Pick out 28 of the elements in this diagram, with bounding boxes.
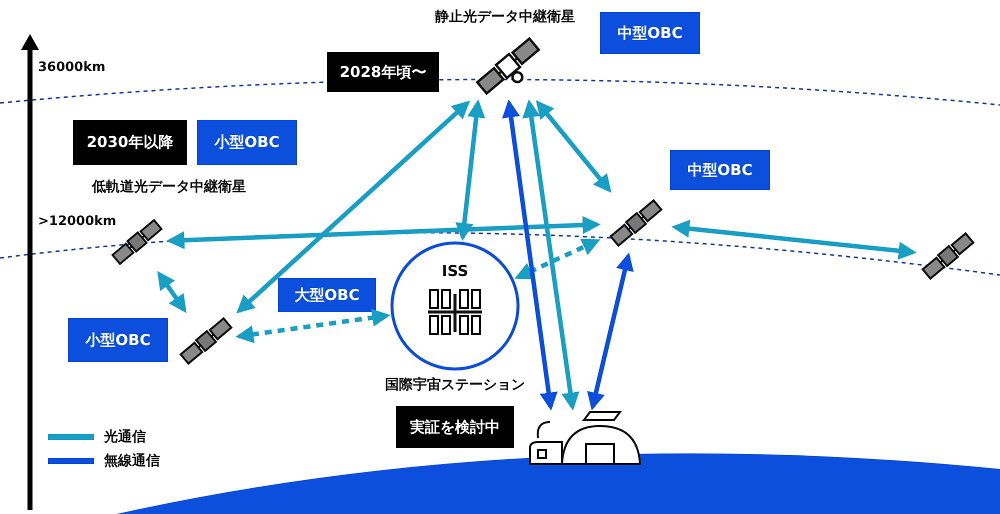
altitude-label: >12000km <box>38 214 116 229</box>
heading: 静止光データ中継衛星 <box>434 8 576 26</box>
obc-tag: 小型OBC <box>197 120 297 165</box>
status-tag: 実証を検討中 <box>396 406 514 448</box>
arrow <box>522 99 580 411</box>
heading: 国際宇宙ステーション <box>384 376 526 394</box>
arrow <box>455 99 486 241</box>
arrow <box>166 216 601 250</box>
altitude-label: 36000km <box>38 60 106 75</box>
arrow <box>536 100 612 193</box>
arrow <box>587 252 634 410</box>
obc-tag: 小型OBC <box>68 318 168 362</box>
legend-label: 光通信 <box>104 428 146 446</box>
arrow <box>157 271 186 313</box>
arrow <box>502 99 558 411</box>
legend-label: 無線通信 <box>104 452 160 470</box>
date-tag: 2030年以降 <box>73 120 187 165</box>
date-tag: 2028年頃〜 <box>327 52 439 92</box>
obc-tag: 大型OBC <box>278 278 376 312</box>
station-name: ISS <box>440 262 470 280</box>
dashed-arrow <box>514 238 600 280</box>
obc-tag: 中型OBC <box>670 150 770 190</box>
dashed-arrow <box>235 308 390 344</box>
obc-tag: 中型OBC <box>600 12 700 54</box>
heading: 低軌道光データ中継衛星 <box>92 178 247 196</box>
ground-station-icon <box>526 412 644 466</box>
arrow <box>671 220 917 260</box>
arrow <box>236 100 470 314</box>
